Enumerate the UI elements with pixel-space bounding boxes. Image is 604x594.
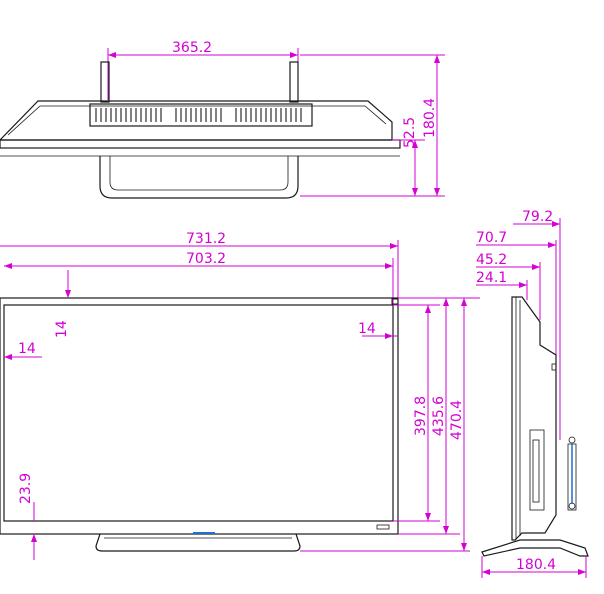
tv-screen [3, 304, 394, 522]
depth-a-label: 79.2 [522, 209, 553, 225]
stand-post-right [289, 61, 299, 103]
screen-width-label: 703.2 [186, 251, 226, 267]
rear-vent-block [89, 103, 313, 127]
front-panel-edge [0, 139, 401, 149]
stand-base-outline [99, 156, 299, 199]
front-stand-base [95, 533, 301, 552]
overall-height-label: 470.4 [449, 400, 465, 440]
base-depth-label: 180.4 [516, 557, 556, 573]
tv-side-silhouette [511, 296, 557, 541]
bezel-bottom-label: 23.9 [18, 473, 34, 504]
side-port-panel [529, 429, 545, 511]
bezel-right-label: 14 [358, 321, 376, 337]
stand-post-left [100, 61, 110, 103]
total-depth-label: 180.4 [422, 98, 438, 138]
stand-width-label: 365.2 [172, 40, 212, 56]
overall-width-label: 731.2 [186, 231, 226, 247]
screen-height-label: 397.8 [413, 396, 429, 436]
panel-height-label: 435.6 [431, 396, 447, 436]
top-view: 365.2 [0, 40, 445, 199]
depth-d-label: 24.1 [476, 270, 507, 286]
bezel-left-label: 14 [18, 341, 36, 357]
panel-depth-label: 52.5 [402, 117, 418, 148]
bezel-top-label: 14 [54, 320, 70, 338]
depth-b-label: 70.7 [476, 230, 507, 246]
depth-c-label: 45.2 [476, 252, 507, 268]
side-stand-base [481, 539, 589, 557]
power-led [376, 524, 390, 530]
front-view: 731.2 703.2 14 14 14 23.9 [0, 231, 480, 560]
side-view: 79.2 70.7 45.2 24.1 180.4 [476, 209, 589, 578]
